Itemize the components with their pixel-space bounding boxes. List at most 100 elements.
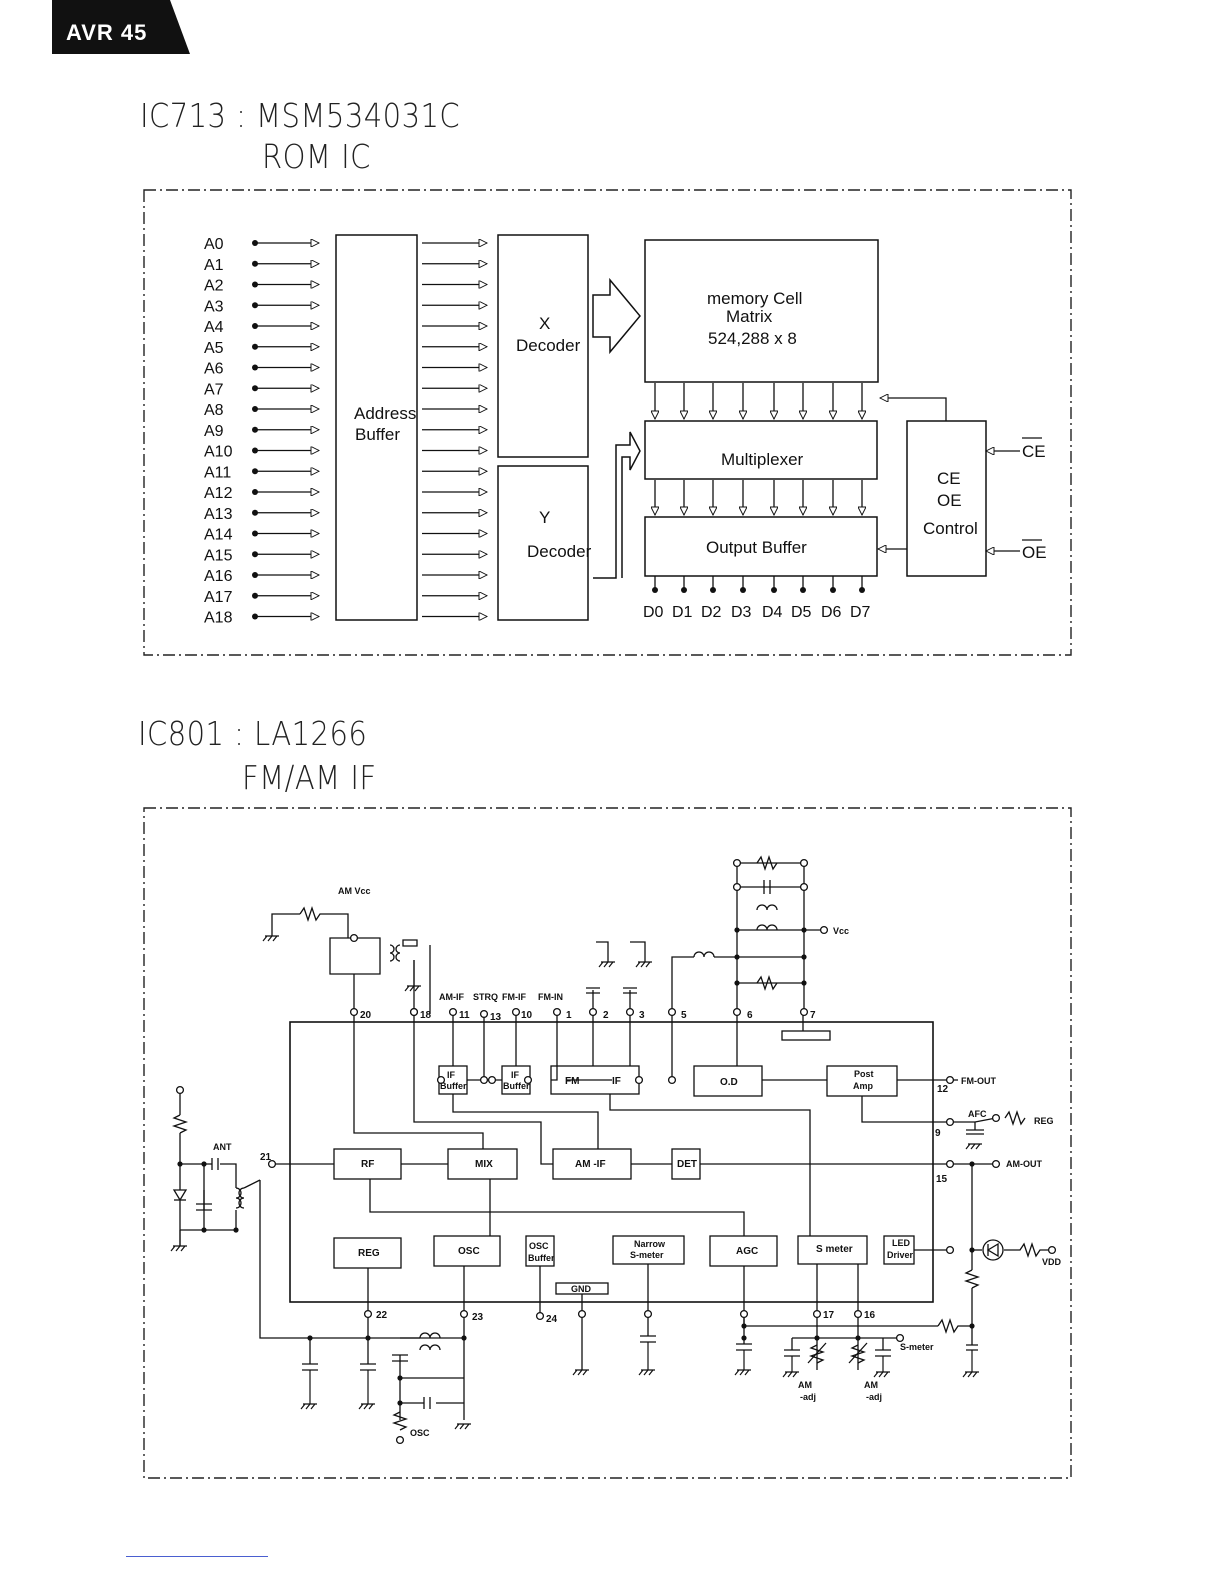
address-pin-label: A6 xyxy=(204,361,224,378)
pin-2: 2 xyxy=(603,1010,609,1021)
memory-label-2: Matrix xyxy=(726,307,773,326)
address-pin-dot xyxy=(252,323,258,329)
address-pin-dot xyxy=(252,447,258,454)
if-buffer-2-block xyxy=(501,1065,531,1095)
am-if-pin-label: AM-IF xyxy=(439,992,464,1002)
address-pin-dot xyxy=(252,572,258,578)
data-pin-label: D4 xyxy=(762,604,783,621)
pin-terminal xyxy=(409,1007,419,1017)
if-buffer-2-label-1: IF xyxy=(511,1070,520,1080)
fm-if-pin-label: FM-IF xyxy=(502,992,526,1002)
fm-if-label-fm: FM xyxy=(565,1076,579,1087)
wire-junction xyxy=(801,980,807,986)
pin-terminal xyxy=(819,925,829,935)
pin-21: 21 xyxy=(260,1152,272,1163)
pin-6: 6 xyxy=(747,1010,753,1021)
wire-junction xyxy=(177,1161,183,1167)
am-out-label: AM-OUT xyxy=(1006,1159,1042,1169)
pin-24: 24 xyxy=(546,1314,558,1325)
address-pin-label: A1 xyxy=(204,257,224,274)
pin-terminal xyxy=(945,1245,955,1255)
pin-terminal xyxy=(895,1333,905,1343)
fm-if-label-if: IF xyxy=(612,1076,621,1087)
ground-symbol xyxy=(454,1423,471,1430)
address-pin-label: A14 xyxy=(204,527,233,544)
rom-dashed-frame xyxy=(143,189,1072,656)
address-pin-label: A9 xyxy=(204,423,224,440)
det-block xyxy=(671,1148,701,1180)
data-pin-dot xyxy=(859,587,865,593)
if-buffer-2-label-2: Buffer xyxy=(503,1081,530,1091)
address-pin-label: A2 xyxy=(204,278,224,295)
rom-block-diagram: A0A1A2A3A4A5A6A7A8A9A10A11A12A13A14A15A1… xyxy=(143,189,1072,656)
control-label-2: OE xyxy=(937,491,962,510)
model-badge-text: AVR 45 xyxy=(66,20,147,45)
pin-18: 18 xyxy=(420,1010,432,1021)
address-pin-dot xyxy=(252,240,258,246)
mix-block xyxy=(447,1148,518,1180)
am-if-label: AM -IF xyxy=(575,1159,606,1170)
rom-title-line1: IC713 : MSM534031C xyxy=(140,96,461,135)
wire-junction xyxy=(397,1375,403,1381)
footer-rule xyxy=(126,1556,268,1557)
pin-10: 10 xyxy=(521,1010,533,1021)
ground-symbol xyxy=(873,1371,890,1378)
y-decoder-block xyxy=(497,465,589,621)
pin-3: 3 xyxy=(639,1010,645,1021)
ground-symbol xyxy=(598,961,615,968)
pin-terminal xyxy=(487,1075,497,1085)
data-pin-dot xyxy=(681,587,687,593)
rf-block xyxy=(333,1148,402,1180)
wire-junction xyxy=(969,1323,975,1329)
address-pin-label: A11 xyxy=(204,464,231,481)
strq-label: STRQ xyxy=(473,992,498,1002)
vcc-label: Vcc xyxy=(833,926,849,936)
wire-junction xyxy=(734,980,740,986)
pin-terminal xyxy=(732,858,742,868)
pin-terminal xyxy=(739,1309,749,1319)
reg-out-label: REG xyxy=(1034,1116,1054,1126)
led-driver-label-2: Driver xyxy=(887,1250,914,1260)
ground-symbol xyxy=(962,1371,979,1378)
ground-symbol xyxy=(262,935,279,942)
pin-terminal xyxy=(853,1309,863,1319)
address-pin-dot xyxy=(252,489,258,495)
address-pin-label: A16 xyxy=(204,568,233,585)
post-amp-block xyxy=(826,1065,898,1097)
wire-junction xyxy=(397,1400,403,1406)
pin-terminal xyxy=(479,1009,489,1019)
pin-terminal xyxy=(1047,1245,1057,1255)
wire-junction xyxy=(365,1335,371,1341)
model-badge: AVR 45 xyxy=(52,0,190,54)
led-driver-label-1: LED xyxy=(892,1238,911,1248)
data-pin-label: D0 xyxy=(643,604,664,621)
x-decoder-label-1: X xyxy=(539,314,550,333)
memory-label-1: memory Cell xyxy=(707,289,802,308)
pin-terminal xyxy=(395,1435,405,1445)
pin-terminal xyxy=(577,1309,587,1319)
pin-16: 16 xyxy=(864,1310,876,1321)
address-pin-label: A0 xyxy=(204,236,224,253)
x-decoder-label-2: Decoder xyxy=(516,336,581,355)
od-label: O.D xyxy=(720,1077,738,1088)
fm-in-label: FM-IN xyxy=(538,992,563,1002)
data-pin-dot xyxy=(771,587,777,593)
data-pin-label: D1 xyxy=(672,604,693,621)
address-pin-dot xyxy=(252,385,258,392)
address-pin-label: A7 xyxy=(204,381,224,398)
pin-terminal xyxy=(991,1113,1001,1123)
x-decoder-to-memory-arrow xyxy=(592,277,641,355)
x-decoder-block xyxy=(497,234,589,458)
data-pin-label: D3 xyxy=(731,604,752,621)
address-pin-dot xyxy=(252,468,258,475)
pin-13: 13 xyxy=(490,1012,502,1023)
fm-out-label: FM-OUT xyxy=(961,1076,996,1086)
rom-title-line2: ROM IC xyxy=(262,137,371,176)
pin-terminal xyxy=(511,1007,521,1017)
ground-symbol xyxy=(965,1143,982,1150)
multiplexer-block xyxy=(644,420,878,480)
pin-terminal xyxy=(732,882,742,892)
pin-22: 22 xyxy=(376,1310,388,1321)
osc-buffer-block xyxy=(525,1235,555,1267)
address-buffer-block xyxy=(335,234,418,621)
